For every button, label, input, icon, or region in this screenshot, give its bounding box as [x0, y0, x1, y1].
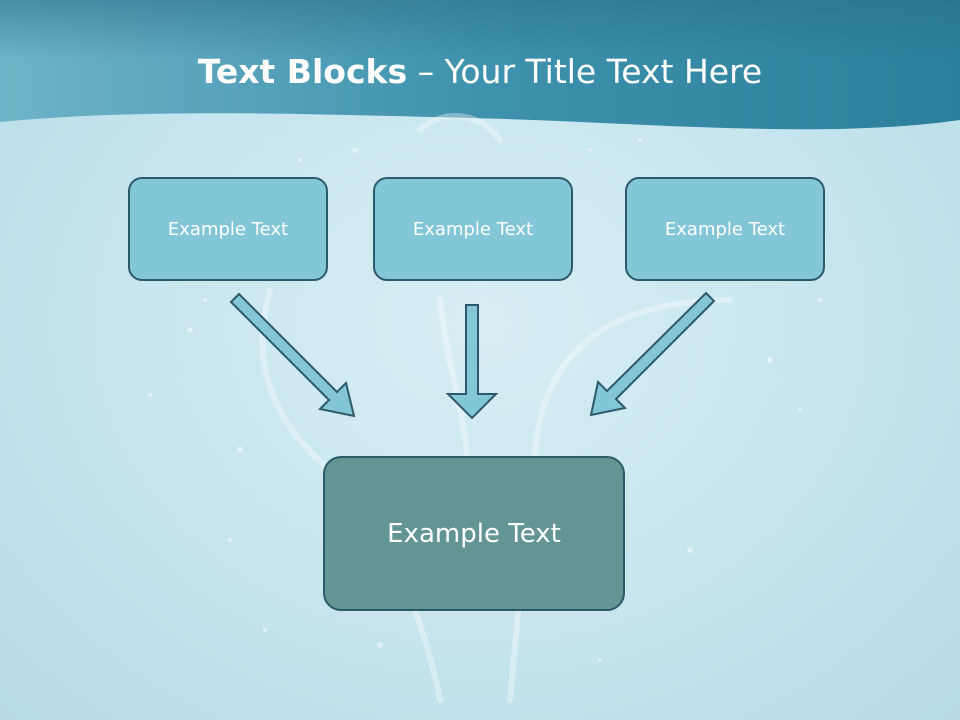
text-block-2: Example Text: [373, 177, 573, 281]
title-dash: –: [407, 52, 445, 91]
arrow-down-icon: [445, 304, 499, 420]
text-block-1: Example Text: [128, 177, 328, 281]
title-rest: Your Title Text Here: [444, 52, 763, 91]
arrow-left-icon: [229, 292, 356, 418]
water-droplets: [148, 138, 822, 662]
text-block-main: Example Text: [323, 456, 625, 611]
text-block-3: Example Text: [625, 177, 825, 281]
arrow-right-icon: [589, 291, 716, 417]
title-bold: Text Blocks: [197, 52, 408, 91]
slide-title: Text Blocks – Your Title Text Here: [0, 52, 960, 91]
